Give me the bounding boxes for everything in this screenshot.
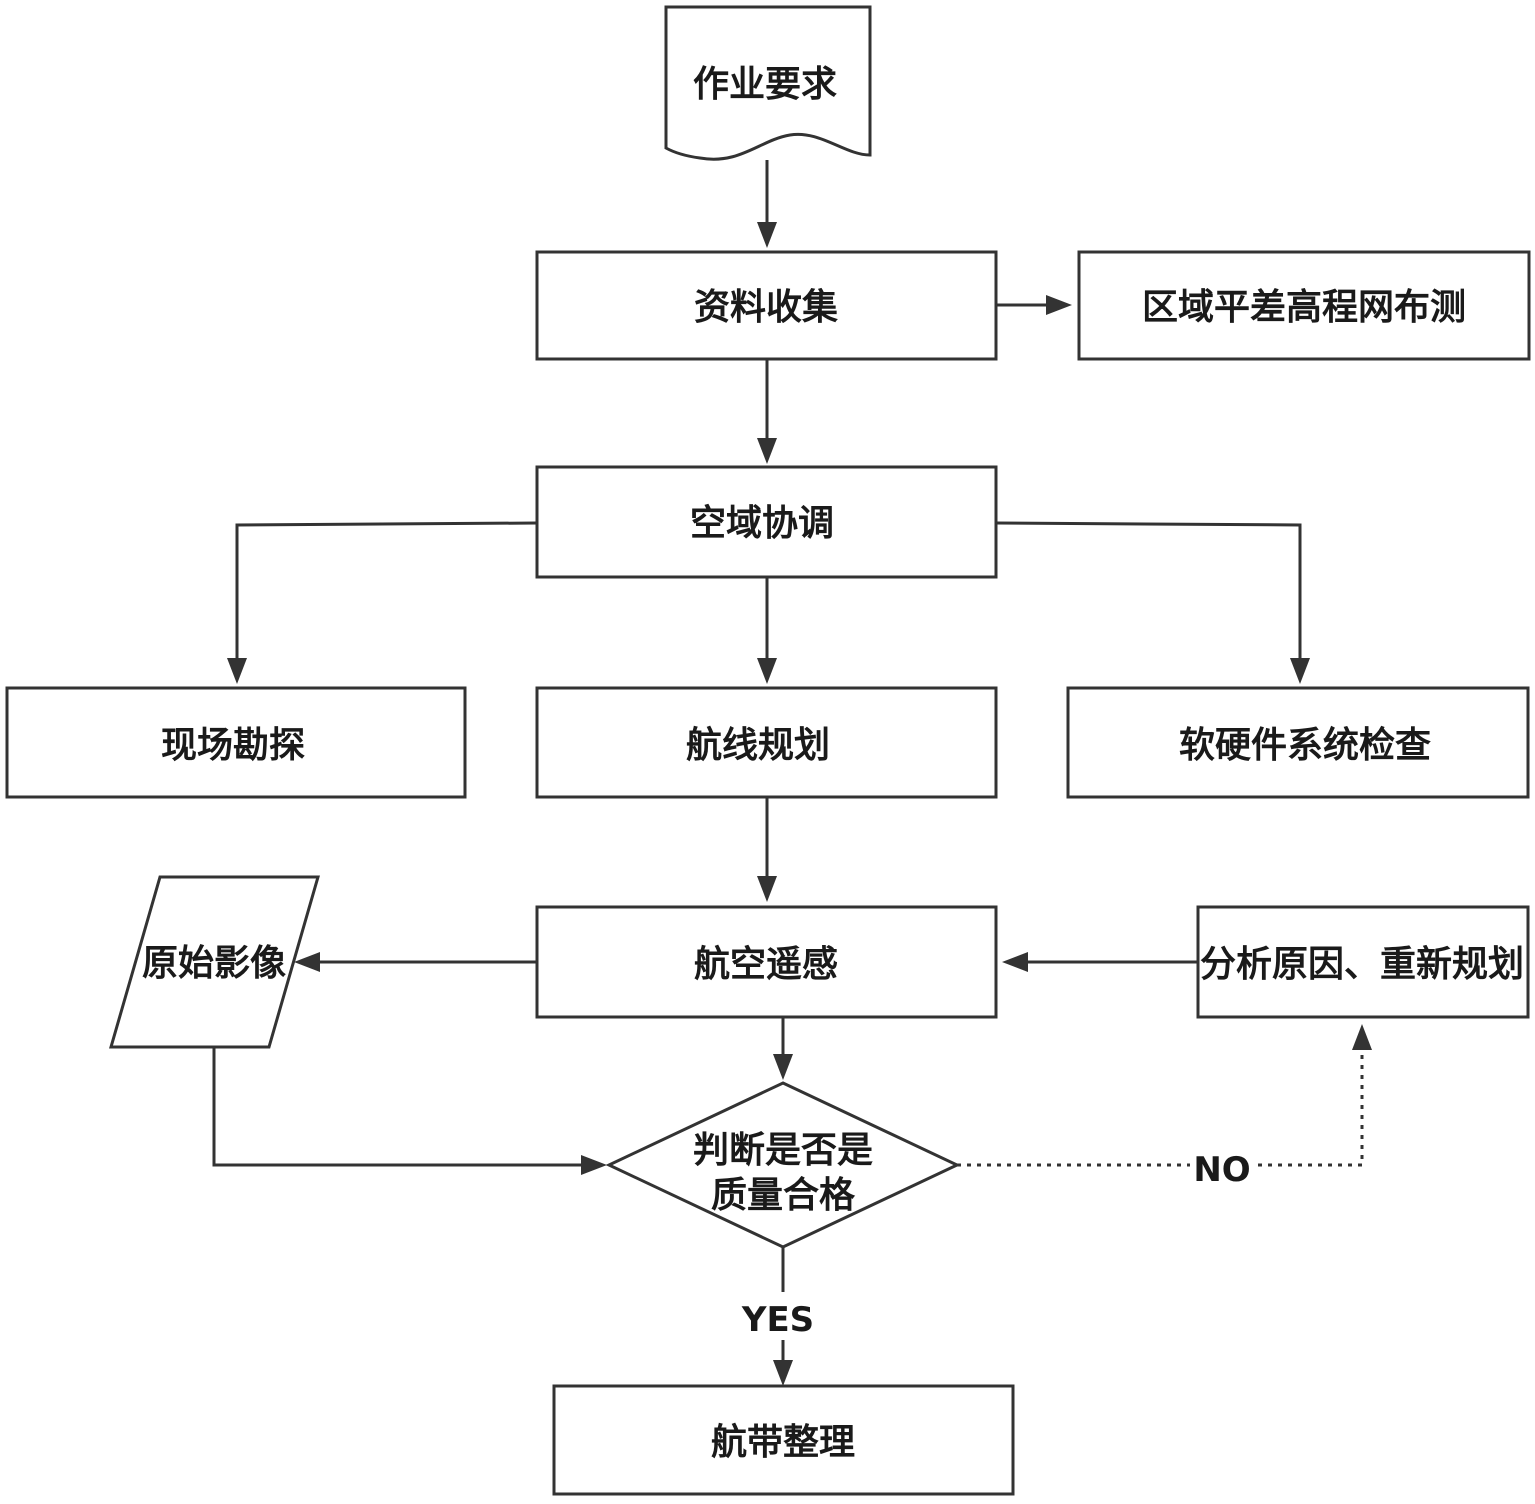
data-collection-box — [535, 250, 998, 361]
site-survey-box — [5, 686, 467, 799]
arrowhead — [227, 658, 247, 684]
system-check-label: 软硬件系统检查 — [1179, 725, 1431, 766]
aerial-rs-label: 航空遥感 — [694, 943, 838, 985]
arrowhead — [757, 658, 777, 684]
aerial-rs-box — [535, 905, 998, 1019]
airspace-box — [535, 465, 998, 579]
arrowhead — [1002, 952, 1028, 972]
raw-images-data-shape — [109, 875, 320, 1049]
arrowhead — [581, 1155, 607, 1175]
route-planning-box — [535, 686, 998, 799]
arrowhead — [757, 438, 777, 464]
requirements-label: 作业要求 — [693, 64, 837, 105]
arrowhead — [1352, 1024, 1372, 1050]
edge-no-segment-2 — [1258, 1050, 1364, 1167]
arrowhead — [773, 1360, 793, 1386]
system-check-box — [1066, 686, 1530, 799]
edge-raw-images-to-decision — [212, 1047, 583, 1167]
route-planning-label: 航线规划 — [686, 724, 830, 766]
arrowhead — [773, 1054, 793, 1080]
arrowhead — [757, 222, 777, 248]
leveling-box — [1077, 250, 1531, 361]
site-survey-label: 现场勘探 — [161, 725, 305, 766]
strip-processing-box — [552, 1384, 1015, 1496]
reanalyze-label: 分析原因、重新规划 — [1200, 944, 1524, 985]
strip-processing-label: 航带整理 — [711, 1421, 855, 1463]
arrowhead — [1290, 658, 1310, 684]
decision-label-line1: 判断是否是 — [693, 1130, 873, 1171]
yes-label: YES — [741, 1300, 814, 1340]
arrowhead — [294, 952, 320, 972]
arrowhead — [757, 876, 777, 902]
no-label: NO — [1193, 1150, 1250, 1190]
edge-airspace-to-system-check — [995, 521, 1302, 661]
airspace-label: 空域协调 — [690, 503, 834, 544]
leveling-label: 区域平差高程网布测 — [1142, 287, 1466, 328]
raw-images-label: 原始影像 — [142, 943, 286, 984]
edge-airspace-to-site-survey — [235, 521, 538, 661]
data-collection-label: 资料收集 — [694, 287, 838, 328]
requirements-document-shape — [664, 5, 872, 161]
decision-label-line2: 质量合格 — [711, 1175, 856, 1216]
arrowhead — [1046, 295, 1072, 315]
